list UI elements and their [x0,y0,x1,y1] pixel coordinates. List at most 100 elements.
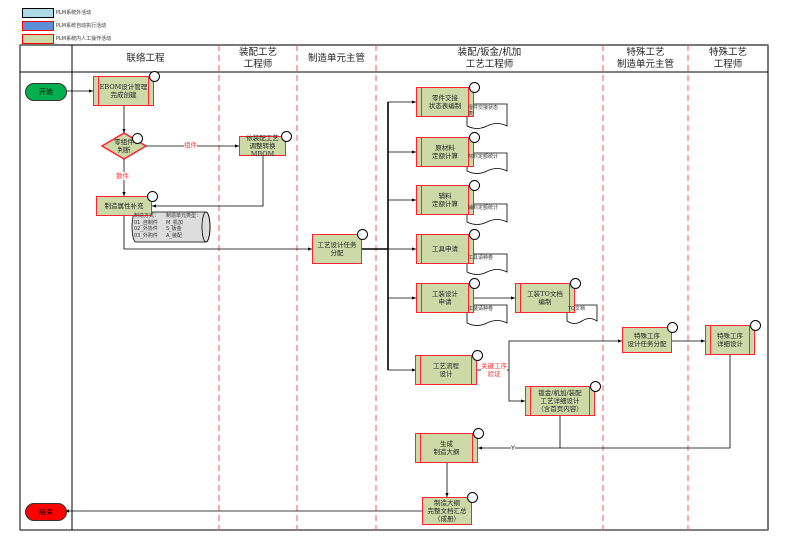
process-summary[interactable]: 制造大纲 完整文档汇总 （成册） [422,497,472,525]
edge-label-key-process: 关键工序 验证 [481,362,507,378]
box-stripe [468,138,469,166]
box-stripe [421,284,422,312]
box-stripe [530,387,531,415]
step-badge [467,492,478,503]
step-badge [469,180,480,191]
database-cap [201,211,211,243]
step-badge [469,278,480,289]
lane-header: 装配工艺 工程师 [238,47,277,70]
step-badge [469,229,480,240]
box-stripe [749,326,750,354]
process-special-assign[interactable]: 特殊工序 设计任务分配 [622,327,672,353]
box-stripe [421,88,422,116]
process-label: 特殊工序 设计任务分配 [627,332,667,348]
box-stripe [420,434,421,462]
decision-label[interactable]: 零组件 判断 [114,138,134,154]
step-badge [469,82,480,93]
process-label: 工艺流程 设计 [433,362,459,378]
document-label: 辅料定额统计 [468,205,499,211]
process-special-design[interactable]: 特殊工序 详细设计 [705,325,755,355]
step-badge [147,191,158,202]
step-badge [149,71,160,82]
process-label: 辅料 定额计算 [432,192,458,208]
document-label: TO文档 [568,306,585,312]
step-badge [281,131,292,142]
connector-arrow [508,370,525,403]
process-label: 制造属性补充 [104,202,144,210]
lane-header: 特殊工艺 制造单元主管 [616,47,674,70]
step-badge [667,322,678,333]
connector-arrow [152,156,264,208]
process-outline[interactable]: 生成 制造大纲 [415,433,478,463]
process-fixture[interactable]: 工装设计 申请 [416,283,474,313]
step-badge [750,320,761,331]
process-handover[interactable]: 零件交接 状态表编制 [416,87,474,117]
connector-arrow [478,355,731,450]
box-stripe [98,77,99,105]
process-label: 钣金/机加/装配 工艺详细设计 （含首页内容） [537,389,583,413]
box-stripe [569,284,570,312]
legend-swatch [22,8,54,18]
process-attr[interactable]: 制造属性补充 [96,196,152,216]
box-stripe [420,356,421,384]
box-stripe [148,77,149,105]
connector-arrow [123,216,312,251]
process-label: 工艺设计任务 分配 [317,241,357,257]
connector-arrow [505,339,622,371]
process-to[interactable]: 工装TO文档 编制 [515,283,575,313]
step-badge [472,350,483,361]
box-stripe [710,326,711,354]
process-label: 零件交接 状态表编制 [428,94,462,110]
process-mbom[interactable]: 依装配工艺 调整转换MBOM [239,134,286,158]
document-shape [466,152,508,174]
step-badge [357,229,368,240]
process-label: 原材料 定额计算 [432,144,458,160]
swimlane-frame [19,44,769,531]
step-badge [132,133,143,144]
process-label: 制造大纲 完整文档汇总 （成册） [427,499,467,523]
process-ebom[interactable]: EBOM设计管理 完成创建 [93,76,154,106]
document-label: 材料定额统计 [468,154,499,160]
database-column: 制造方式： 01_自制件 02_外协件 03_外购件 [134,213,160,239]
box-stripe [471,356,472,384]
end-terminal[interactable]: 结束 [25,503,67,521]
lane-header: 联络工程 [126,53,165,64]
edge-label-assembly: 组件 [184,141,197,149]
box-stripe [472,434,473,462]
document-label: 工装请种卷 [468,306,494,312]
document-shape [466,203,508,225]
box-stripe [468,284,469,312]
box-stripe [421,235,422,263]
legend-label: PLM系统外活动 [56,10,92,16]
edge-label-part: 散件 [116,172,129,180]
process-aux[interactable]: 辅料 定额计算 [416,185,474,215]
process-flow[interactable]: 工艺流程 设计 [415,355,477,385]
process-tool[interactable]: 工具申请 [416,234,474,264]
process-raw[interactable]: 原材料 定额计算 [416,137,474,167]
process-label: 工装设计 申请 [432,290,458,306]
step-badge [469,132,480,143]
lane-header: 装配/钣金/机加 工艺工程师 [457,47,522,70]
box-stripe [468,186,469,214]
box-stripe [468,235,469,263]
process-label: 生成 制造大纲 [433,440,460,456]
legend-label: PLM系统自动执行活动 [56,23,107,29]
process-detail[interactable]: 钣金/机加/装配 工艺详细设计 （含首页内容） [525,386,595,416]
process-label: EBOM设计管理 完成创建 [99,83,148,99]
legend-swatch [22,21,54,31]
document-shape [466,103,508,129]
process-label: 工具申请 [432,245,458,253]
start-terminal[interactable]: 开始 [25,83,67,101]
document-shape [466,304,508,326]
lane-header: 制造单元主管 [307,53,365,64]
process-assign[interactable]: 工艺设计任务 分配 [312,234,362,264]
process-label: 特殊工序 详细设计 [717,332,743,348]
box-stripe [468,88,469,116]
document-label: 零件交接状态 表 [468,105,499,117]
step-badge [590,381,601,392]
box-stripe [421,138,422,166]
step-badge [570,278,581,289]
box-stripe [520,284,521,312]
legend-label: PLM系统内人工操作活动 [56,36,112,42]
